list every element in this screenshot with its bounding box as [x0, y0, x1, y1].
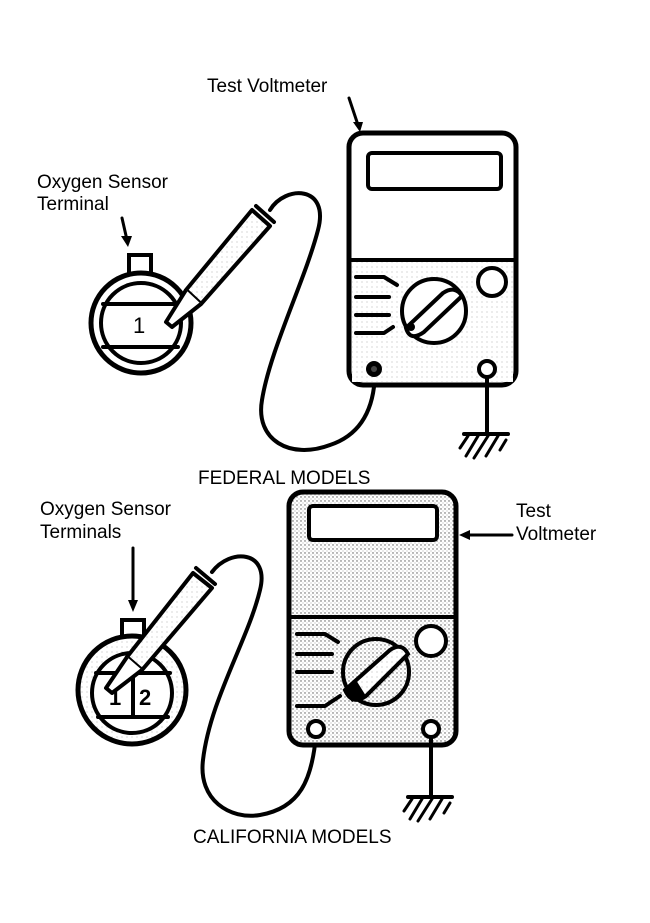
terminal-2-label: 2 [139, 685, 151, 710]
input-jack-ground[interactable] [477, 359, 497, 379]
terminal-1-label: 1 [133, 313, 145, 338]
voltmeter-label: Voltmeter [516, 524, 597, 545]
voltmeter-pointer-arrow-icon [347, 96, 363, 132]
test-label: Test [516, 501, 552, 522]
test-probe-icon[interactable] [164, 204, 276, 329]
input-jack-negative-2[interactable] [306, 719, 326, 739]
voltmeter-pointer-arrow-icon-2 [459, 530, 514, 540]
probe-lead-wire-2 [200, 554, 318, 818]
probe-lead-wire [259, 191, 377, 452]
adjust-button-2[interactable] [414, 624, 448, 658]
rotary-selector-knob-2[interactable] [341, 637, 411, 707]
oxygen-sensor-label: Oxygen Sensor [37, 172, 169, 193]
oxygen-sensor-connector-icon: 1 [88, 253, 194, 376]
terminals-pointer-arrow-icon [128, 546, 138, 612]
voltmeter-icon [346, 130, 519, 388]
adjust-button[interactable] [476, 266, 508, 298]
test-voltmeter-label: Test Voltmeter [207, 76, 328, 97]
oxygen-sensor-terminals-label: Terminals [40, 522, 121, 543]
federal-panel: Test Voltmeter Oxygen Sensor Terminal 1 [37, 76, 519, 489]
oxygen-sensor-terminal-label: Terminal [37, 194, 109, 215]
voltmeter-display [366, 151, 503, 191]
ground-symbol-icon [458, 375, 510, 460]
range-scale-marks [354, 275, 399, 335]
rotary-selector-knob[interactable] [400, 277, 468, 345]
federal-models-caption: FEDERAL MODELS [198, 468, 370, 489]
range-scale-marks-2 [295, 632, 342, 708]
test-probe-icon-2[interactable] [104, 566, 217, 695]
voltmeter-icon-2 [286, 489, 459, 748]
oxygen-sensor-label-2: Oxygen Sensor [40, 499, 172, 520]
california-panel: Oxygen Sensor Terminals Test Voltmeter 1… [40, 489, 597, 848]
voltmeter-display-2 [307, 504, 439, 542]
ground-symbol-icon-2 [402, 735, 454, 823]
input-jack-ground-2[interactable] [421, 719, 441, 739]
terminal-pointer-arrow-icon [120, 216, 132, 247]
california-models-caption: CALIFORNIA MODELS [193, 827, 392, 848]
